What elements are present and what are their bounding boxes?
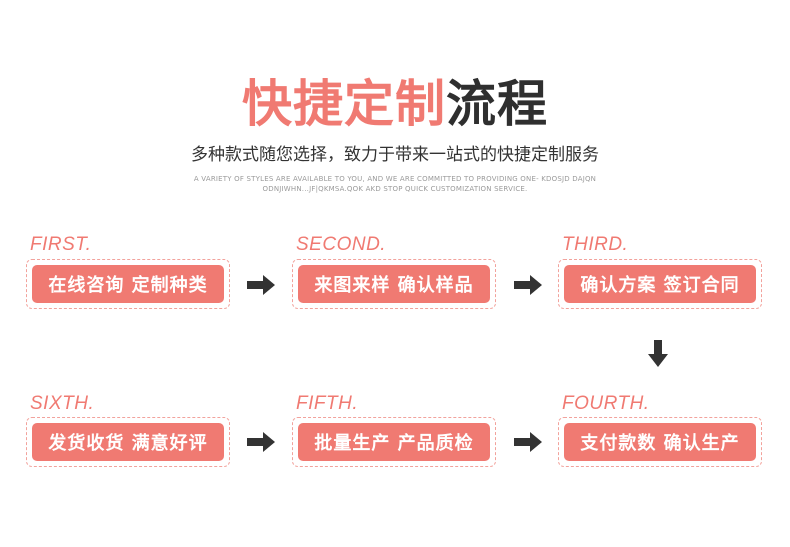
english-caption-line-2: ODNJIWHN...JF|QKMSA.QOK AKD STOP QUICK C… [262,185,528,193]
arrow-right-icon [247,275,275,295]
english-caption: A VARIETY OF STYLES ARE AVAILABLE TO YOU… [0,174,790,194]
arrow-right-icon [514,432,542,452]
step-fourth-text: 支付款数 确认生产 [564,423,756,461]
english-caption-line-1: A VARIETY OF STYLES ARE AVAILABLE TO YOU… [193,175,597,183]
step-fifth: 批量生产 产品质检 [292,417,496,467]
arrow-right-icon [247,432,275,452]
arrow-down-icon [648,340,668,367]
step-sixth: 发货收货 满意好评 [26,417,230,467]
step-label-first: FIRST. [30,234,92,255]
step-first: 在线咨询 定制种类 [26,259,230,309]
step-sixth-text: 发货收货 满意好评 [32,423,224,461]
step-third-text: 确认方案 签订合同 [564,265,756,303]
step-label-fourth: FOURTH. [562,393,650,414]
step-label-third: THIRD. [562,234,629,255]
step-label-second: SECOND. [296,234,387,255]
step-third: 确认方案 签订合同 [558,259,762,309]
arrow-right-icon [514,275,542,295]
subtitle: 多种款式随您选择，致力于带来一站式的快捷定制服务 [191,145,599,165]
step-second-text: 来图来样 确认样品 [298,265,490,303]
step-fifth-text: 批量生产 产品质检 [298,423,490,461]
title-accent: 快捷定制 [242,75,446,133]
step-label-sixth: SIXTH. [30,393,95,414]
step-fourth: 支付款数 确认生产 [558,417,762,467]
step-second: 来图来样 确认样品 [292,259,496,309]
title-rest: 流程 [446,75,548,133]
step-label-fifth: FIFTH. [296,393,359,414]
page-title: 快捷定制流程 [0,72,790,136]
step-first-text: 在线咨询 定制种类 [32,265,224,303]
